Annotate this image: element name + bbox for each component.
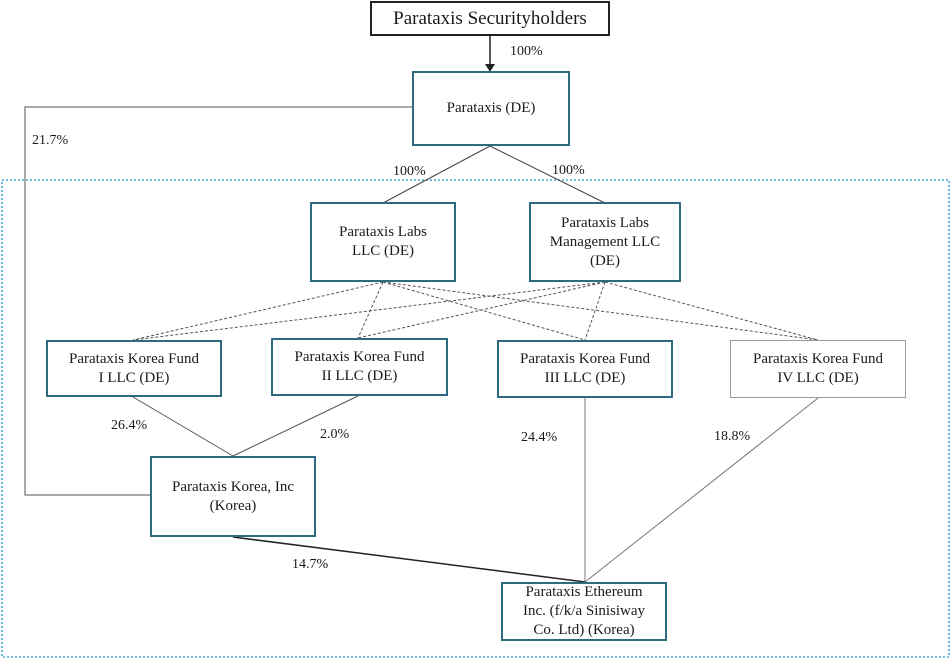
- line-korea-to-eth: [232, 536, 586, 583]
- entity-label: IV LLC (DE): [777, 370, 859, 386]
- entity-label: I LLC (DE): [98, 369, 170, 386]
- entity-parataxis-labs: Parataxis Labs LLC (DE): [310, 202, 456, 282]
- entity-label: Parataxis Korea Fund: [294, 349, 425, 365]
- entity-korea-fund-1: Parataxis Korea Fund I LLC (DE): [46, 340, 222, 397]
- entity-label: Co. Ltd) (Korea): [533, 622, 635, 638]
- ownership-label-fund1-to-korea: 26.4%: [111, 418, 148, 433]
- entity-label: Parataxis Korea, Inc: [171, 478, 295, 495]
- line-de-to-labs: [382, 145, 491, 204]
- line-de-to-mgmt: [489, 145, 606, 204]
- entity-label: Parataxis Korea Fund: [753, 351, 883, 367]
- arrowhead: [485, 64, 495, 72]
- ownership-label-de-to-mgmt: 100%: [552, 163, 585, 178]
- line-fund2-to-korea: [232, 395, 359, 457]
- entity-label: (Korea): [209, 497, 257, 514]
- entity-label: III LLC (DE): [544, 370, 626, 386]
- entity-label: II LLC (DE): [321, 368, 398, 384]
- ownership-label-fund2-to-korea: 2.0%: [320, 427, 350, 442]
- entity-label: LLC (DE): [351, 243, 415, 259]
- ownership-label-de-to-korea: 21.7%: [32, 133, 69, 148]
- line-de-to-korea: [24, 106, 412, 496]
- line-fund4-to-eth: [584, 397, 819, 583]
- entity-label: Parataxis Korea Fund: [69, 350, 199, 367]
- securityholders-box: Parataxis Securityholders: [370, 1, 610, 36]
- entity-label: (DE): [589, 252, 620, 269]
- ownership-label-korea-to-eth: 14.7%: [292, 557, 329, 572]
- entity-korea-fund-4: Parataxis Korea Fund IV LLC (DE): [730, 340, 906, 398]
- ownership-label-fund4-to-eth: 18.8%: [714, 429, 751, 444]
- ownership-label-top-to-de: 100%: [510, 44, 543, 59]
- entity-parataxis-labs-management: Parataxis Labs Management LLC (DE): [529, 202, 681, 282]
- entity-parataxis-de: Parataxis (DE): [412, 71, 570, 146]
- entity-label: Parataxis (DE): [446, 100, 536, 116]
- entity-label: Parataxis Labs: [339, 224, 427, 240]
- entity-label: Inc. (f/k/a Sinisiway: [522, 603, 646, 619]
- securityholders-label: Parataxis Securityholders: [393, 8, 587, 29]
- dotted-region-border: [1, 179, 950, 658]
- line-fund1-to-korea: [132, 396, 234, 457]
- entity-label: Management LLC: [549, 233, 661, 250]
- ownership-label-de-to-labs: 100%: [393, 164, 426, 179]
- dashed-management-links: [132, 281, 819, 341]
- entity-parataxis-korea-inc: Parataxis Korea, Inc (Korea): [150, 456, 316, 537]
- entity-label: Parataxis Labs: [561, 214, 649, 231]
- entity-korea-fund-2: Parataxis Korea Fund II LLC (DE): [271, 338, 448, 396]
- entity-parataxis-ethereum: Parataxis Ethereum Inc. (f/k/a Sinisiway…: [501, 582, 667, 641]
- entity-korea-fund-3: Parataxis Korea Fund III LLC (DE): [497, 340, 673, 398]
- entity-label: Parataxis Korea Fund: [520, 351, 650, 367]
- ownership-label-fund3-to-eth: 24.4%: [521, 430, 558, 445]
- entity-label: Parataxis Ethereum: [525, 584, 643, 600]
